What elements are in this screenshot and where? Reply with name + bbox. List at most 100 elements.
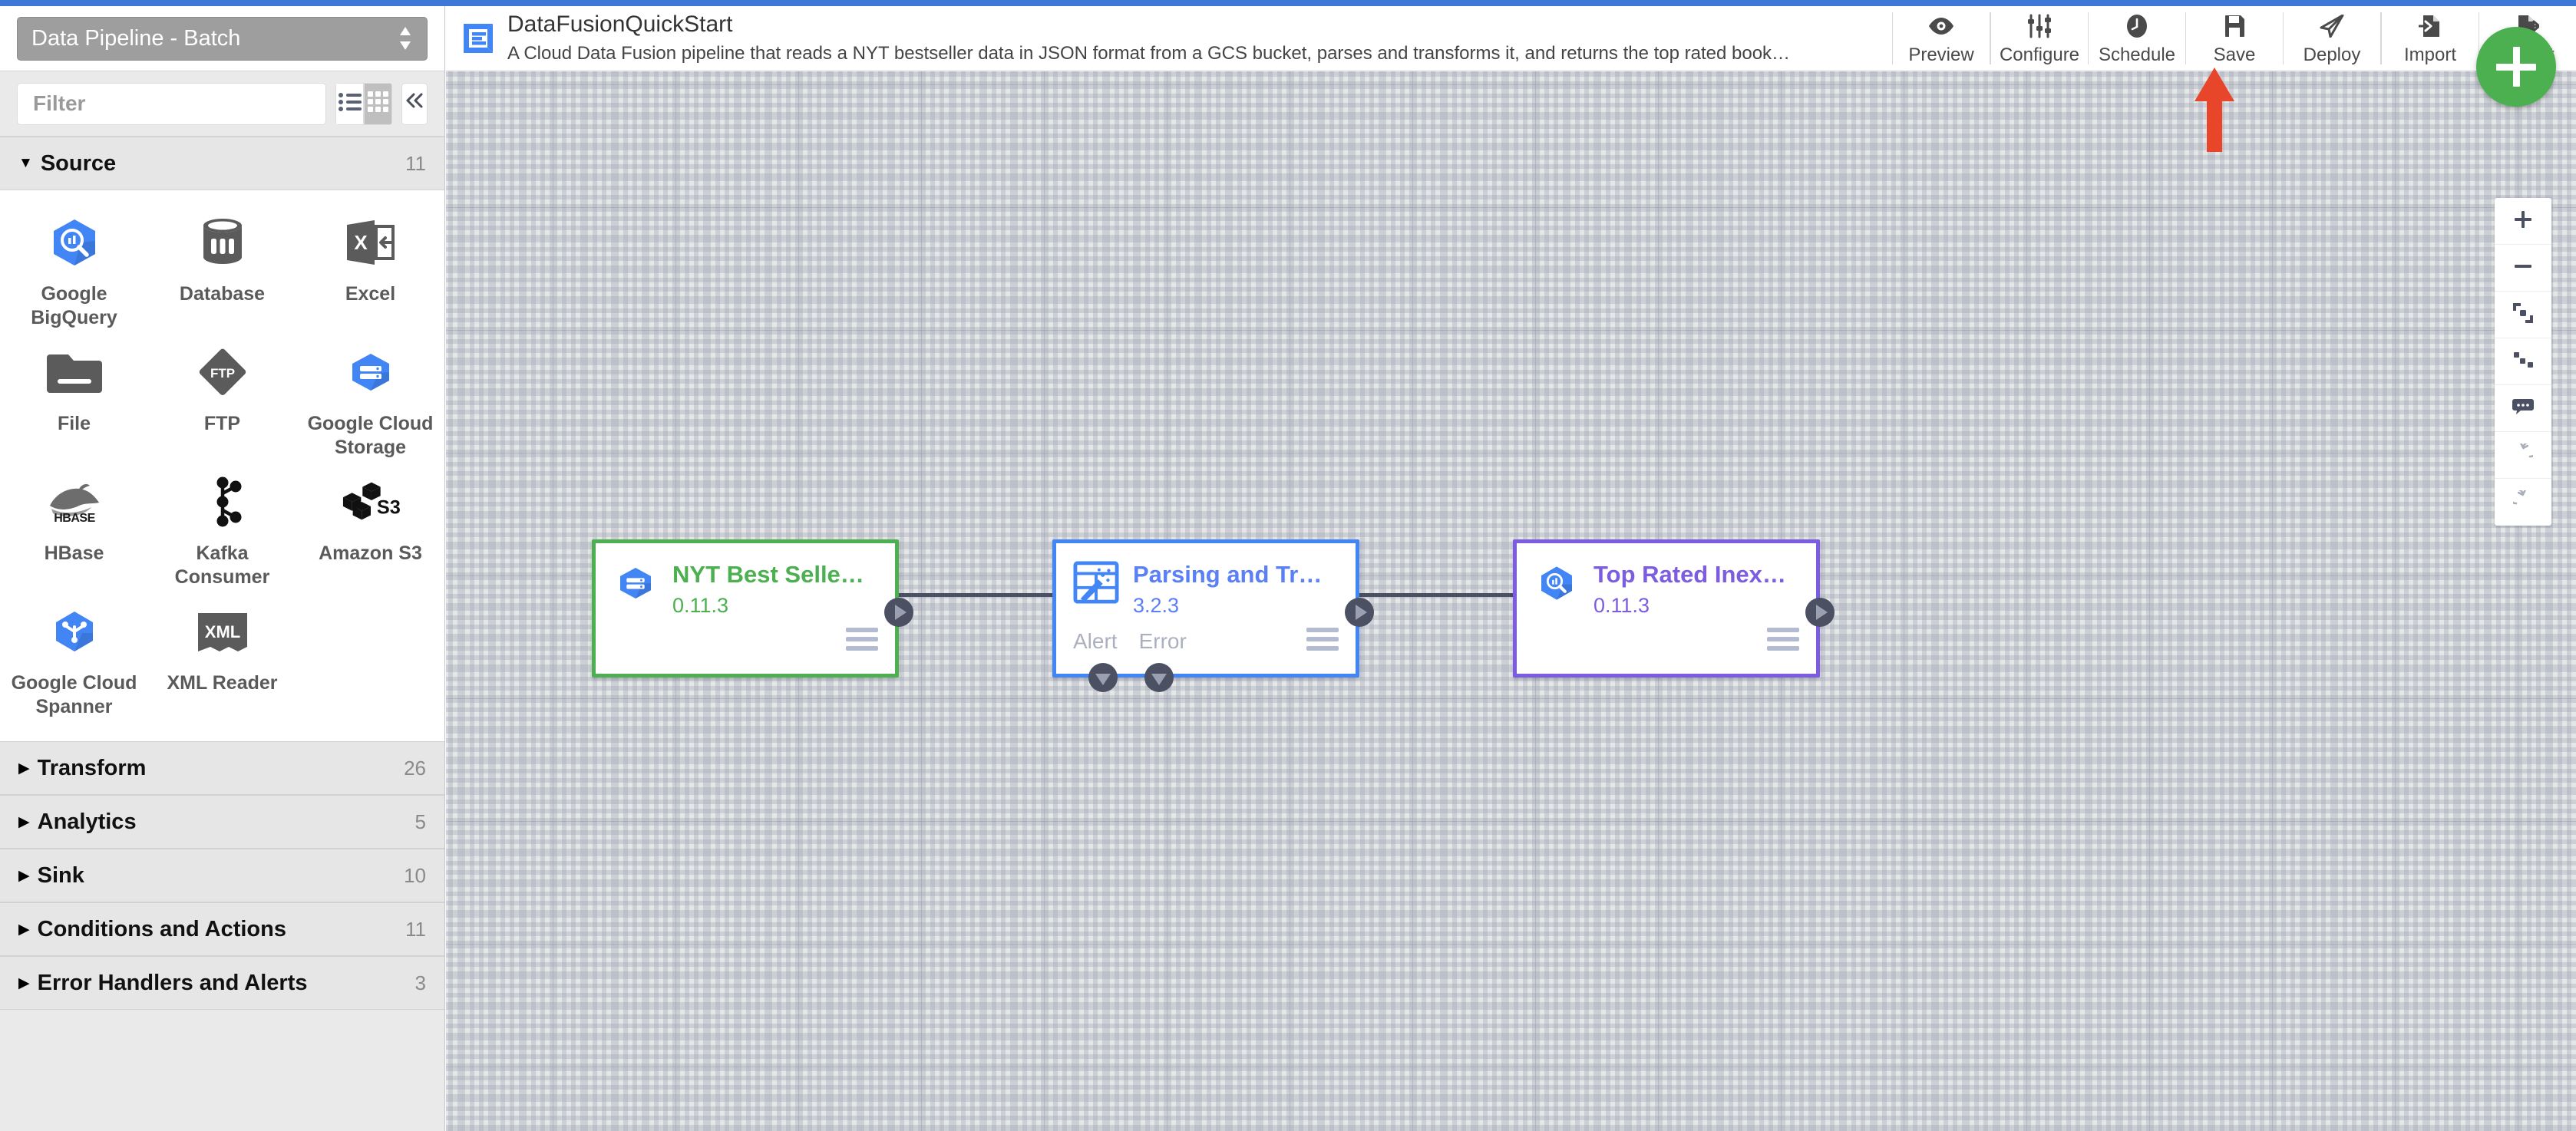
page-title: DataFusionQuickStart bbox=[507, 12, 733, 38]
plugin-label: Kafka Consumer bbox=[174, 542, 270, 588]
plugin-item-kafka-consumer[interactable]: Kafka Consumer bbox=[148, 467, 296, 589]
pipeline-node-transform[interactable]: Parsing and Tr… 3.2.3 Alert Error bbox=[1052, 539, 1374, 692]
node-version: 0.11.3 bbox=[1593, 594, 1650, 618]
preview-button[interactable]: Preview bbox=[1893, 6, 1990, 71]
node-menu-button[interactable] bbox=[846, 628, 878, 651]
toolbar-divider bbox=[2380, 12, 2381, 64]
sidebar-group-source[interactable]: ▼ Source 11 bbox=[0, 137, 444, 190]
comment-button[interactable] bbox=[2495, 385, 2551, 432]
plugin-label: Amazon S3 bbox=[319, 542, 422, 564]
node-texts: Top Rated Inex… 0.11.3 bbox=[1593, 560, 1786, 618]
save-button[interactable]: Save bbox=[2186, 6, 2283, 71]
sidebar-group-count: 11 bbox=[405, 917, 426, 941]
pipeline-node-sink[interactable]: Top Rated Inex… 0.11.3 bbox=[1513, 539, 1835, 678]
undo-icon bbox=[2513, 440, 2538, 467]
configure-button[interactable]: Configure bbox=[1991, 6, 2088, 71]
plugin-item-hbase[interactable]: HBASE HBase bbox=[0, 467, 148, 589]
sidebar-group-label: Conditions and Actions bbox=[37, 916, 286, 941]
caret-right-icon: ▶ bbox=[18, 813, 30, 830]
plugin-item-file[interactable]: File bbox=[0, 337, 148, 459]
pipeline-type-bar: Data Pipeline - Batch bbox=[0, 6, 444, 71]
google-cloud-storage-icon bbox=[342, 343, 400, 401]
list-view-icon bbox=[338, 92, 362, 116]
plugin-item-google-cloud-spanner[interactable]: Google Cloud Spanner bbox=[0, 596, 148, 718]
fit-to-screen-icon bbox=[2512, 302, 2534, 328]
node-body: Parsing and Tr… 3.2.3 bbox=[1056, 543, 1356, 618]
caret-right-icon: ▶ bbox=[18, 974, 30, 991]
spinner-arrows-icon bbox=[398, 25, 413, 51]
plugin-label: Database bbox=[179, 283, 266, 305]
pipeline-canvas[interactable]: NYT Best Selle… 0.11.3 Parsing and Tr… bbox=[446, 71, 2576, 1131]
toolbar-label: Deploy bbox=[2303, 44, 2361, 65]
clock-icon bbox=[2125, 12, 2148, 41]
filter-input[interactable] bbox=[17, 82, 326, 125]
align-nodes-button[interactable] bbox=[2495, 338, 2551, 385]
plugin-item-database[interactable]: Database bbox=[148, 207, 296, 329]
node-output-port[interactable] bbox=[884, 598, 913, 627]
node-alert-port[interactable] bbox=[1088, 663, 1118, 692]
paper-plane-icon bbox=[2320, 12, 2344, 41]
sidebar-group-conditions-and-actions[interactable]: ▶ Conditions and Actions 11 bbox=[0, 902, 444, 956]
plugin-item-amazon-s3[interactable]: S3 Amazon S3 bbox=[296, 467, 444, 589]
kafka-icon bbox=[193, 473, 252, 531]
toolbar-divider bbox=[2088, 12, 2089, 64]
sidebar-group-label: Analytics bbox=[37, 809, 137, 834]
toolbar-label: Save bbox=[2213, 44, 2256, 65]
add-node-button[interactable] bbox=[2476, 27, 2556, 107]
sidebar-group-label: Source bbox=[40, 150, 117, 176]
ftp-icon: FTP bbox=[193, 343, 252, 401]
hbase-icon: HBASE bbox=[45, 473, 104, 531]
sidebar-group-count: 11 bbox=[405, 151, 426, 175]
undo-button[interactable] bbox=[2495, 432, 2551, 479]
node-texts: NYT Best Selle… 0.11.3 bbox=[672, 560, 864, 618]
redo-button[interactable] bbox=[2495, 479, 2551, 526]
sidebar-group-count: 3 bbox=[414, 971, 426, 994]
plugin-item-google-bigquery[interactable]: Google BigQuery bbox=[0, 207, 148, 329]
pipeline-type-select[interactable]: Data Pipeline - Batch bbox=[17, 16, 428, 61]
filter-bar bbox=[0, 71, 444, 137]
fit-to-screen-button[interactable] bbox=[2495, 292, 2551, 338]
sidebar-group-analytics[interactable]: ▶ Analytics 5 bbox=[0, 795, 444, 849]
pipeline-node-source[interactable]: NYT Best Selle… 0.11.3 bbox=[592, 539, 913, 678]
toolbar-divider bbox=[2283, 12, 2284, 64]
sidebar-group-label: Error Handlers and Alerts bbox=[37, 970, 308, 995]
node-output-port[interactable] bbox=[1805, 598, 1835, 627]
plugin-item-ftp[interactable]: FTP FTP bbox=[148, 337, 296, 459]
zoom-in-icon bbox=[2513, 209, 2533, 233]
sidebar-group-sink[interactable]: ▶ Sink 10 bbox=[0, 849, 444, 902]
node-title: NYT Best Selle… bbox=[672, 562, 864, 588]
node-output-port[interactable] bbox=[1345, 598, 1374, 627]
plugin-label: Google Cloud Storage bbox=[307, 413, 434, 458]
deploy-button[interactable]: Deploy bbox=[2284, 6, 2380, 71]
node-menu-button[interactable] bbox=[1306, 628, 1339, 651]
redo-icon bbox=[2508, 487, 2533, 514]
toolbar-label: Schedule bbox=[2098, 44, 2176, 65]
excel-icon: X bbox=[342, 213, 400, 272]
sidebar-group-transform[interactable]: ▶ Transform 26 bbox=[0, 741, 444, 795]
zoom-out-button[interactable] bbox=[2495, 245, 2551, 292]
view-toggle-group bbox=[335, 82, 393, 125]
node-title: Top Rated Inex… bbox=[1593, 562, 1786, 588]
grid-view-toggle[interactable] bbox=[364, 82, 393, 125]
plugin-item-xml-reader[interactable]: XML XML Reader bbox=[148, 596, 296, 718]
node-menu-button[interactable] bbox=[1767, 628, 1799, 651]
sidebar-group-count: 26 bbox=[404, 756, 426, 780]
plugin-item-excel[interactable]: X Excel bbox=[296, 207, 444, 329]
collapse-panel-button[interactable] bbox=[401, 82, 428, 125]
plugin-item-google-cloud-storage[interactable]: Google Cloud Storage bbox=[296, 337, 444, 459]
toolbar-divider bbox=[1990, 12, 1991, 64]
sidebar-group-error-handlers-and-alerts[interactable]: ▶ Error Handlers and Alerts 3 bbox=[0, 956, 444, 1010]
amazon-s3-icon: S3 bbox=[342, 473, 400, 531]
schedule-button[interactable]: Schedule bbox=[2089, 6, 2185, 71]
import-button[interactable]: Import bbox=[2382, 6, 2479, 71]
list-view-toggle[interactable] bbox=[335, 82, 365, 125]
plugin-label: HBase bbox=[44, 542, 104, 564]
database-icon bbox=[193, 213, 252, 272]
collapsed-groups: ▶ Transform 26 ▶ Analytics 5 ▶ Sink 10 ▶… bbox=[0, 741, 444, 1010]
node-error-port[interactable] bbox=[1144, 663, 1174, 692]
toolbar-divider bbox=[2381, 12, 2382, 64]
node-body: NYT Best Selle… 0.11.3 bbox=[596, 543, 895, 618]
zoom-in-button[interactable] bbox=[2495, 198, 2551, 245]
google-bigquery-icon bbox=[1534, 560, 1580, 606]
toolbar-label: Configure bbox=[1999, 44, 2080, 65]
